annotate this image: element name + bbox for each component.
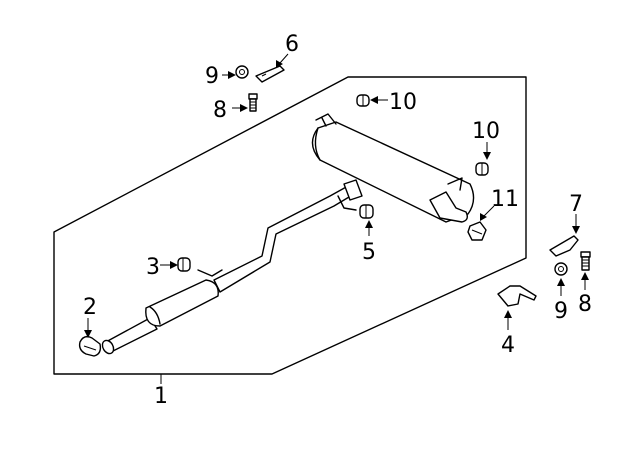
callout-10-right: 10 — [472, 119, 500, 144]
bolt-part-8-right — [580, 251, 591, 271]
assembly-boundary — [53, 76, 527, 375]
exhaust-pipe-assembly — [101, 185, 357, 355]
callout-8-top: 8 — [213, 98, 227, 123]
nut-part-9-top — [235, 65, 249, 79]
bolt-part-8-top — [248, 93, 258, 112]
bracket-part-4 — [497, 285, 537, 307]
bracket-part-7 — [549, 235, 579, 257]
callout-1: 1 — [154, 384, 168, 409]
callout-8-right: 8 — [578, 292, 592, 317]
bracket-part-6 — [255, 65, 285, 83]
insulator-part-3 — [177, 257, 191, 272]
callout-3: 3 — [146, 255, 160, 280]
clamp-part-2 — [78, 335, 102, 357]
callout-arrows — [84, 53, 589, 338]
callout-2: 2 — [83, 295, 97, 320]
insulator-part-10-top — [356, 94, 370, 107]
callout-11: 11 — [491, 187, 519, 212]
callout-7: 7 — [569, 192, 583, 217]
bracket-part-11 — [467, 221, 487, 241]
nut-part-9-right — [554, 262, 568, 276]
callout-5: 5 — [362, 240, 376, 265]
callout-6: 6 — [285, 32, 299, 57]
callout-9-top: 9 — [205, 64, 219, 89]
insulator-part-5 — [359, 204, 374, 219]
muffler — [311, 113, 475, 223]
callout-9-right: 9 — [554, 299, 568, 324]
callout-10-top: 10 — [389, 90, 417, 115]
insulator-part-10-right — [475, 162, 489, 176]
callout-4: 4 — [501, 333, 515, 358]
